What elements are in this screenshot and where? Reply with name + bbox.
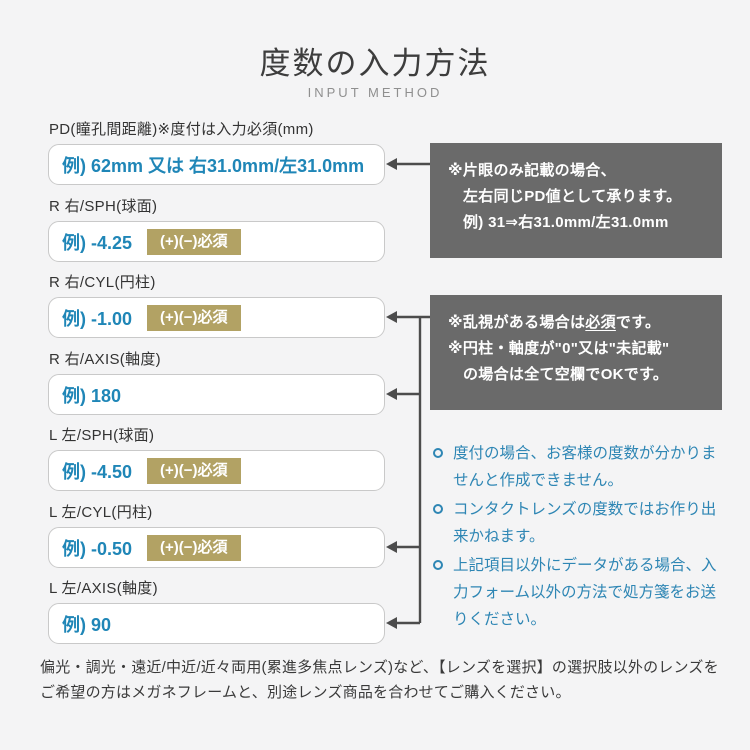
required-badge: (+)(−)必須 bbox=[147, 304, 241, 331]
example-input-box: 例) 90 bbox=[48, 603, 385, 644]
example-input-box: 例) -4.25 (+)(−)必須 bbox=[48, 221, 385, 262]
example-input-box: 例) 180 bbox=[48, 374, 385, 415]
callout-line: ※乱視がある場合は必須です。 bbox=[448, 314, 661, 331]
note-item: コンタクトレンズの度数ではお作り出来かねます。 bbox=[432, 496, 730, 550]
field-label: R 右/CYL(円柱) bbox=[49, 274, 156, 291]
callout-line: ※円柱・軸度が"0"又は"未記載" bbox=[448, 340, 670, 357]
page-subtitle: INPUT METHOD bbox=[307, 85, 443, 100]
field-label: R 右/AXIS(軸度) bbox=[49, 351, 161, 368]
field-r-axis: R 右/AXIS(軸度) 例) 180 bbox=[48, 348, 385, 415]
field-label: L 左/CYL(円柱) bbox=[49, 504, 153, 521]
callout-line: 例) 31⇒右31.0mm/左31.0mm bbox=[463, 214, 669, 231]
required-badge: (+)(−)必須 bbox=[147, 228, 241, 255]
note-item: 上記項目以外にデータがある場合、入力フォーム以外の方法で処方箋をお送りください。 bbox=[432, 552, 730, 633]
callout-line: の場合は全て空欄でOKです。 bbox=[463, 366, 669, 383]
field-label: R 右/SPH(球面) bbox=[49, 198, 158, 215]
example-input-box: 例) 62mm 又は 右31.0mm/左31.0mm bbox=[48, 144, 385, 185]
field-r-sph: R 右/SPH(球面) 例) -4.25 (+)(−)必須 bbox=[48, 195, 385, 262]
example-value: 例) -0.50 bbox=[62, 538, 133, 559]
note-item: 度付の場合、お客様の度数が分かりませんと作成できません。 bbox=[432, 440, 730, 494]
field-label: L 左/AXIS(軸度) bbox=[49, 580, 158, 597]
example-value: 例) 90 bbox=[62, 614, 112, 635]
page-title: 度数の入力方法 bbox=[259, 46, 491, 81]
field-l-axis: L 左/AXIS(軸度) 例) 90 bbox=[48, 577, 385, 644]
example-value: 例) -1.00 bbox=[62, 308, 133, 329]
callout-line: ※片眼のみ記載の場合、 bbox=[448, 162, 616, 179]
field-l-sph: L 左/SPH(球面) 例) -4.50 (+)(−)必須 bbox=[48, 424, 385, 491]
example-value: 例) 180 bbox=[62, 385, 122, 406]
example-value: 例) 62mm 又は 右31.0mm/左31.0mm bbox=[62, 155, 365, 176]
field-r-cyl: R 右/CYL(円柱) 例) -1.00 (+)(−)必須 bbox=[48, 271, 385, 338]
example-input-box: 例) -1.00 (+)(−)必須 bbox=[48, 297, 385, 338]
example-value: 例) -4.50 bbox=[62, 461, 133, 482]
example-input-box: 例) -4.50 (+)(−)必須 bbox=[48, 450, 385, 491]
bullet-circle-icon bbox=[433, 448, 443, 458]
field-pd: PD(瞳孔間距離)※度付は入力必須(mm) 例) 62mm 又は 右31.0mm… bbox=[48, 118, 385, 185]
cyl-axis-note-callout: ※乱視がある場合は必須です。 ※円柱・軸度が"0"又は"未記載" の場合は全て空… bbox=[430, 295, 722, 410]
example-input-box: 例) -0.50 (+)(−)必須 bbox=[48, 527, 385, 568]
footer-note: 偏光・調光・遠近/中近/近々両用(累進多焦点レンズ)など、【レンズを選択】の選択… bbox=[40, 659, 719, 701]
bullet-circle-icon bbox=[433, 560, 443, 570]
callout-line: 左右同じPD値として承ります。 bbox=[463, 188, 682, 205]
required-badge: (+)(−)必須 bbox=[147, 534, 241, 561]
bullet-circle-icon bbox=[433, 504, 443, 514]
field-label: L 左/SPH(球面) bbox=[49, 427, 155, 444]
pd-note-callout: ※片眼のみ記載の場合、 左右同じPD値として承ります。 例) 31⇒右31.0m… bbox=[430, 143, 722, 258]
example-value: 例) -4.25 bbox=[62, 232, 133, 253]
field-label: PD(瞳孔間距離)※度付は入力必須(mm) bbox=[49, 121, 314, 138]
notes-list: 度付の場合、お客様の度数が分かりませんと作成できません。 コンタクトレンズの度数… bbox=[432, 440, 730, 635]
required-badge: (+)(−)必須 bbox=[147, 457, 241, 484]
field-l-cyl: L 左/CYL(円柱) 例) -0.50 (+)(−)必須 bbox=[48, 501, 385, 568]
required-emphasis: 必須 bbox=[585, 314, 616, 331]
